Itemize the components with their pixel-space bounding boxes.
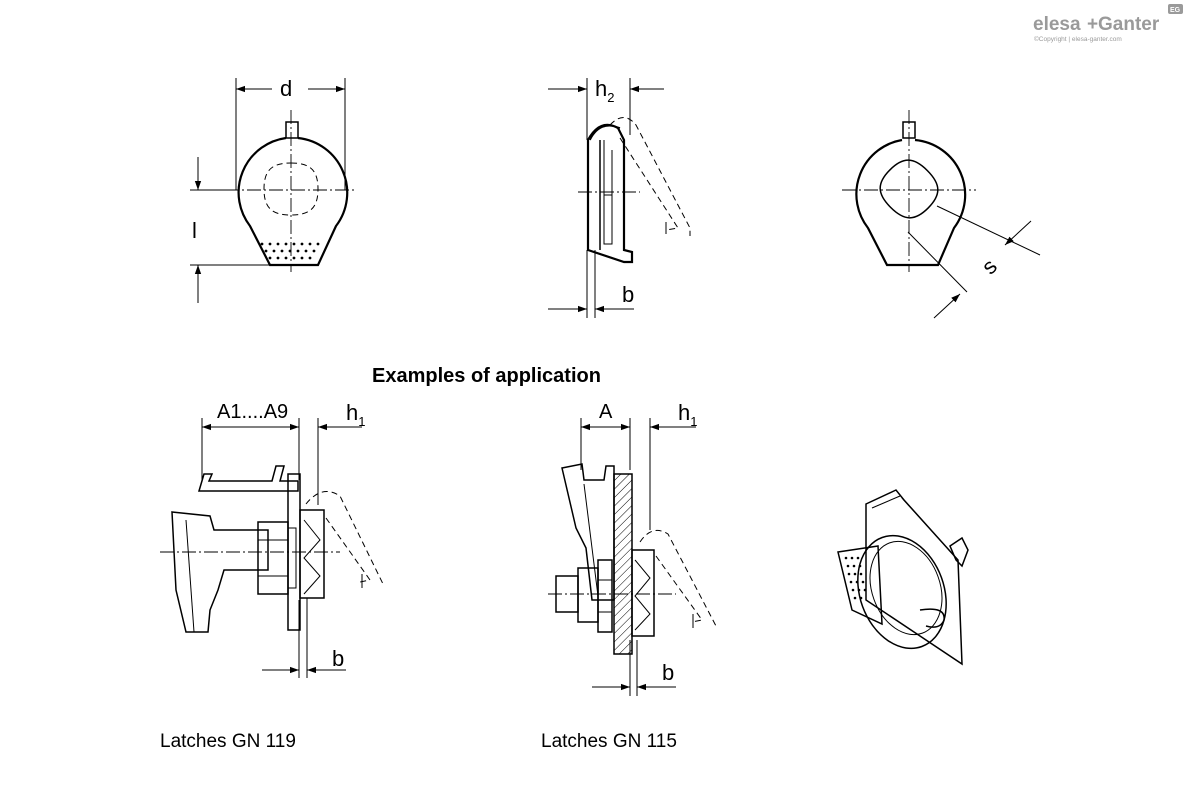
logo-badge <box>1168 4 1183 14</box>
grip-pattern-3d <box>844 556 867 600</box>
grip-pattern <box>260 242 320 260</box>
application-example-gn119: A1....A9 h1 b <box>160 400 385 678</box>
dim-label-b-top: b <box>622 282 634 307</box>
logo-text-elesa: elesa <box>1033 14 1081 35</box>
application-example-gn115: A h1 b <box>548 400 717 696</box>
caption-gn115: Latches GN 115 <box>541 731 677 752</box>
logo-badge-text: EG <box>1170 7 1181 14</box>
dim-label-h2: h2 <box>595 76 614 105</box>
dim-label-s: s <box>977 254 1002 279</box>
brand-logo: elesa + Ganter EG ©Copyright | elesa-gan… <box>1033 4 1183 43</box>
application-example-3d <box>837 489 969 666</box>
dim-label-h1-left: h1 <box>346 400 365 429</box>
side-view-latch: h2 b <box>548 76 691 318</box>
rotated-view-latch: s <box>842 110 1041 319</box>
section-title: Examples of application <box>372 365 601 387</box>
logo-text-plus: + <box>1087 14 1098 35</box>
dim-label-d: d <box>280 76 292 101</box>
dim-label-a-range: A1....A9 <box>217 401 288 423</box>
logo-text-ganter: Ganter <box>1098 14 1160 35</box>
dim-label-h1-middle: h1 <box>678 400 697 429</box>
dim-label-a: A <box>599 401 613 423</box>
front-view-latch: d l <box>190 76 356 303</box>
logo-copyright: ©Copyright | elesa-ganter.com <box>1034 35 1122 43</box>
caption-gn119: Latches GN 119 <box>160 731 296 752</box>
dim-label-l: l <box>192 218 197 243</box>
dim-label-b-left: b <box>332 646 344 671</box>
dim-label-b-middle: b <box>662 660 674 685</box>
